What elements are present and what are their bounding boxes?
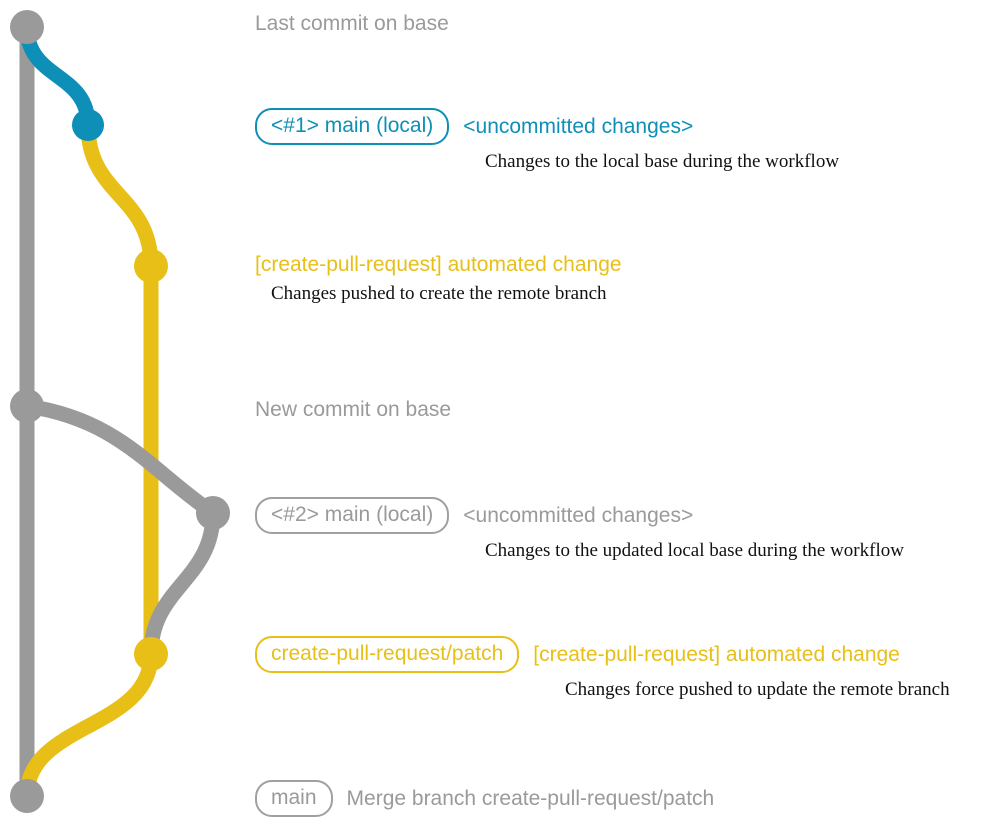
branch-ref-pill-create-pull-request-patch[interactable]: create-pull-request/patch bbox=[255, 636, 520, 673]
commit-entry-local-1: <#1> main (local) <uncommitted changes> … bbox=[255, 108, 839, 173]
entry-head: <#2> main (local) <uncommitted changes> bbox=[255, 497, 904, 534]
entry-head: Last commit on base bbox=[255, 12, 449, 36]
commit-subject: Merge branch create-pull-request/patch bbox=[346, 786, 715, 810]
commit-node-remote-patch[interactable] bbox=[134, 637, 168, 671]
commit-entry-remote-automated-1: [create-pull-request] automated change C… bbox=[255, 253, 622, 305]
commit-entry-merge: main Merge branch create-pull-request/pa… bbox=[255, 780, 714, 817]
commit-entry-new-commit-on-base: New commit on base bbox=[255, 398, 451, 422]
edge-local1-to-remote1 bbox=[80, 117, 159, 274]
commit-node-last-commit-on-base[interactable] bbox=[10, 10, 44, 44]
commit-caption: Last commit on base bbox=[255, 12, 449, 35]
commit-subject: <uncommitted changes> bbox=[463, 114, 694, 138]
entry-head: main Merge branch create-pull-request/pa… bbox=[255, 780, 714, 817]
commit-description: Changes to the local base during the wor… bbox=[485, 151, 840, 172]
commit-entry-local-2: <#2> main (local) <uncommitted changes> … bbox=[255, 497, 904, 562]
commit-node-remote-automated-1[interactable] bbox=[134, 249, 168, 283]
edge-base2-to-local2 bbox=[19, 398, 221, 521]
edge-patch-to-merge bbox=[19, 646, 159, 804]
commit-entry-last-commit-on-base: Last commit on base bbox=[255, 12, 449, 36]
edge-local2-to-patch bbox=[143, 505, 221, 662]
commit-node-merge[interactable] bbox=[10, 779, 44, 813]
commit-node-new-commit-on-base[interactable] bbox=[10, 389, 44, 423]
commit-node-local-2[interactable] bbox=[196, 496, 230, 530]
branch-ref-pill-main[interactable]: main bbox=[255, 780, 333, 817]
commit-subject: <uncommitted changes> bbox=[463, 503, 694, 527]
entry-head: [create-pull-request] automated change bbox=[255, 253, 622, 277]
entry-head: New commit on base bbox=[255, 398, 451, 422]
commit-description: Changes to the updated local base during… bbox=[485, 540, 904, 561]
commit-subject: [create-pull-request] automated change bbox=[533, 642, 900, 666]
branch-ref-pill-main-local-2[interactable]: <#2> main (local) bbox=[255, 497, 450, 534]
commit-subject: [create-pull-request] automated change bbox=[255, 253, 622, 276]
commit-node-local-1[interactable] bbox=[72, 109, 104, 141]
entry-head: <#1> main (local) <uncommitted changes> bbox=[255, 108, 839, 145]
commit-description: Changes force pushed to update the remot… bbox=[565, 679, 950, 700]
git-graph bbox=[10, 10, 230, 813]
commit-description: Changes pushed to create the remote bran… bbox=[271, 283, 607, 304]
commit-entry-remote-patch: create-pull-request/patch [create-pull-r… bbox=[255, 636, 950, 701]
commit-caption: New commit on base bbox=[255, 398, 452, 421]
branch-ref-pill-main-local-1[interactable]: <#1> main (local) bbox=[255, 108, 450, 145]
entry-head: create-pull-request/patch [create-pull-r… bbox=[255, 636, 950, 673]
